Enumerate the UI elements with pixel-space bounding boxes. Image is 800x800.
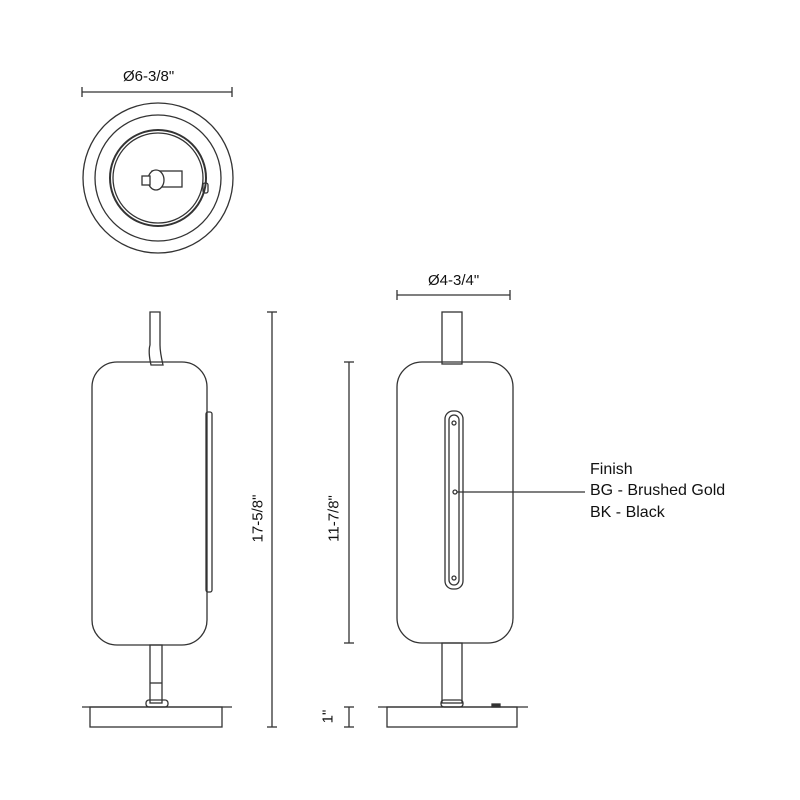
- side-view-left: [82, 311, 232, 728]
- dimension-overall-height: [267, 311, 277, 728]
- shade-diameter-label: Ø4-3/4": [428, 272, 480, 289]
- base-height-label: 1": [319, 709, 337, 724]
- overall-height-label: 17-5/8": [249, 494, 267, 543]
- finish-title: Finish: [590, 461, 633, 478]
- dimension-top-diameter: [81, 87, 233, 97]
- top-diameter-label: Ø6-3/8": [123, 68, 175, 85]
- finish-option: BG - Brushed Gold: [590, 482, 726, 499]
- side-view-right: [378, 311, 585, 728]
- finish-option: BK - Black: [590, 504, 665, 521]
- top-view: [82, 102, 234, 254]
- dimension-shade-height: [344, 361, 354, 728]
- shade-height-label: 11-7/8": [325, 495, 343, 542]
- dimension-shade-diameter: [396, 290, 511, 300]
